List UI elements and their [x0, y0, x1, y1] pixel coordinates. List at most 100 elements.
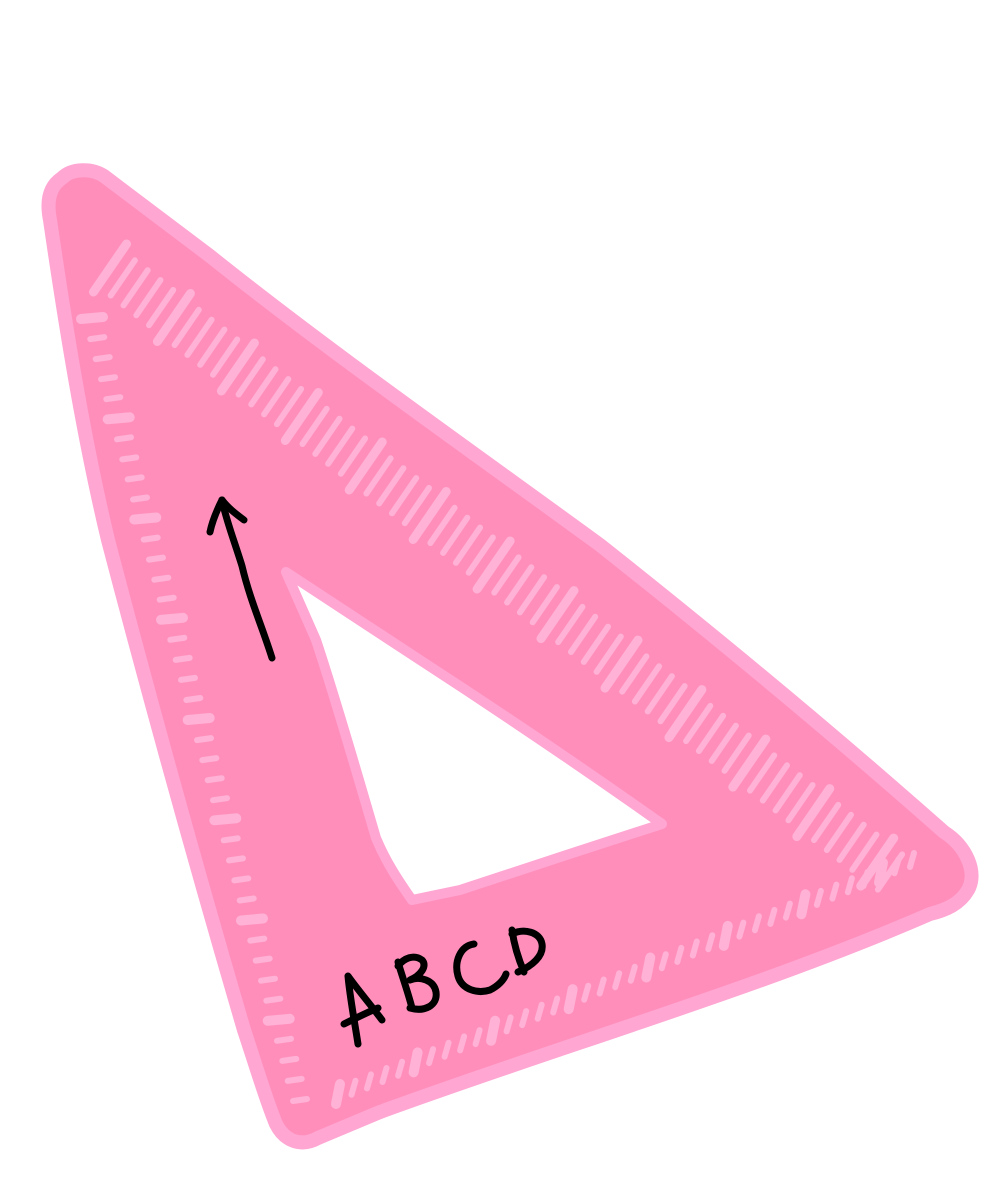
hypotenuse-tick [747, 752, 778, 794]
left-edge-tick [156, 612, 188, 625]
hypotenuse-tick [337, 435, 369, 477]
hypotenuse-tick [312, 415, 343, 457]
hypotenuse-tick [593, 633, 624, 675]
bottom-edge-tick-marks [331, 850, 917, 1109]
left-edge-tick [167, 634, 188, 643]
handwritten-label-abcd [340, 926, 546, 1048]
hypotenuse-tick [120, 267, 151, 309]
bottom-edge-tick [689, 938, 700, 959]
hypotenuse-tick [363, 455, 394, 497]
left-edge-tick [102, 412, 135, 425]
bottom-edge-tick [705, 932, 716, 953]
left-edge-tick [146, 554, 166, 563]
hypotenuse-tick [631, 663, 663, 705]
left-edge-tick [130, 494, 150, 503]
left-edge-tick [236, 913, 268, 926]
hypotenuse-tick-marks [89, 239, 906, 893]
hypotenuse-tick [452, 524, 484, 566]
bottom-edge-tick [767, 906, 778, 927]
hypotenuse-tick [529, 584, 560, 626]
hypotenuse-tick [836, 821, 867, 863]
arrow-up-icon [206, 496, 276, 662]
left-edge-tick [258, 975, 278, 984]
hypotenuse-tick [408, 487, 451, 544]
left-edge-tick [87, 334, 108, 343]
left-edge-tick [231, 875, 252, 884]
left-edge-tick [114, 434, 134, 443]
bottom-edge-tick [550, 995, 561, 1016]
left-edge-tick [204, 775, 225, 784]
bottom-edge-tick [408, 1047, 423, 1078]
hypotenuse-tick [235, 356, 266, 398]
hypotenuse-tick [427, 504, 458, 546]
hypotenuse-tick [695, 712, 727, 754]
hypotenuse-tick [376, 465, 407, 507]
hypotenuse-tick [657, 683, 688, 725]
hypotenuse-tick [568, 613, 599, 655]
hypotenuse-tick [299, 405, 330, 447]
left-edge-tick [124, 474, 145, 483]
hypotenuse-tick [580, 623, 611, 665]
hypotenuse-tick [721, 732, 752, 774]
hypotenuse-tick [344, 437, 387, 495]
left-edge-tick [129, 512, 162, 525]
left-edge-tick [220, 835, 241, 844]
bottom-edge-tick [736, 919, 747, 940]
left-edge-tick [172, 654, 193, 663]
bottom-edge-tick [472, 1027, 483, 1048]
bottom-edge-tick [426, 1046, 437, 1067]
bottom-edge-tick [751, 913, 762, 934]
left-edge-tick [236, 895, 257, 904]
left-edge-tick [140, 534, 161, 543]
set-square-body [41, 163, 979, 1150]
hypotenuse-tick [555, 603, 586, 646]
hypotenuse-tick [152, 289, 195, 346]
bottom-edge-tick [581, 982, 592, 1003]
bottom-edge-tick [829, 881, 840, 902]
set-square-hole [281, 567, 667, 905]
hypotenuse-tick [708, 722, 739, 764]
bottom-edge-tick [519, 1008, 530, 1029]
hypotenuse-tick [440, 514, 471, 556]
left-edge-tick [103, 394, 124, 403]
hypotenuse-tick [389, 475, 420, 517]
left-edge-tick [263, 995, 284, 1004]
left-edge-tick [284, 1075, 305, 1084]
bottom-edge-tick [379, 1065, 390, 1085]
bottom-edge-tick [331, 1079, 345, 1109]
bottom-edge-tick [627, 963, 638, 984]
hypotenuse-tick [472, 536, 515, 594]
hypotenuse-tick [133, 277, 164, 319]
hypotenuse-tick [811, 801, 842, 844]
hypotenuse-tick [849, 831, 880, 873]
hypotenuse-tick [664, 685, 707, 743]
left-edge-tick-marks [76, 312, 310, 1104]
bottom-edge-tick [563, 984, 578, 1015]
hypotenuse-tick [261, 376, 292, 418]
hypotenuse-tick [280, 388, 323, 445]
left-edge-tick [156, 594, 177, 603]
left-edge-tick [98, 374, 118, 383]
hypotenuse-tick [785, 782, 816, 824]
hypotenuse-tick [248, 366, 279, 408]
bottom-edge-tick [534, 1001, 545, 1022]
left-edge-tick [209, 813, 242, 826]
left-edge-tick [76, 312, 108, 324]
bottom-edge-tick [612, 970, 623, 991]
bottom-edge-tick [658, 951, 669, 972]
hypotenuse-tick [772, 772, 803, 814]
hypotenuse-tick [792, 784, 835, 842]
left-edge-tick [247, 935, 268, 944]
hypotenuse-tick [146, 287, 177, 329]
hypotenuse-tick [210, 336, 241, 378]
left-edge-tick [178, 674, 198, 683]
hypotenuse-tick [273, 386, 305, 428]
hypotenuse-tick [184, 316, 215, 358]
hypotenuse-tick [89, 239, 131, 297]
bottom-edge-tick [874, 857, 888, 888]
hypotenuse-tick [197, 326, 228, 368]
left-edge-tick [183, 695, 204, 703]
left-edge-tick [290, 1096, 310, 1104]
hypotenuse-tick [216, 338, 259, 396]
bottom-edge-tick [596, 976, 607, 997]
